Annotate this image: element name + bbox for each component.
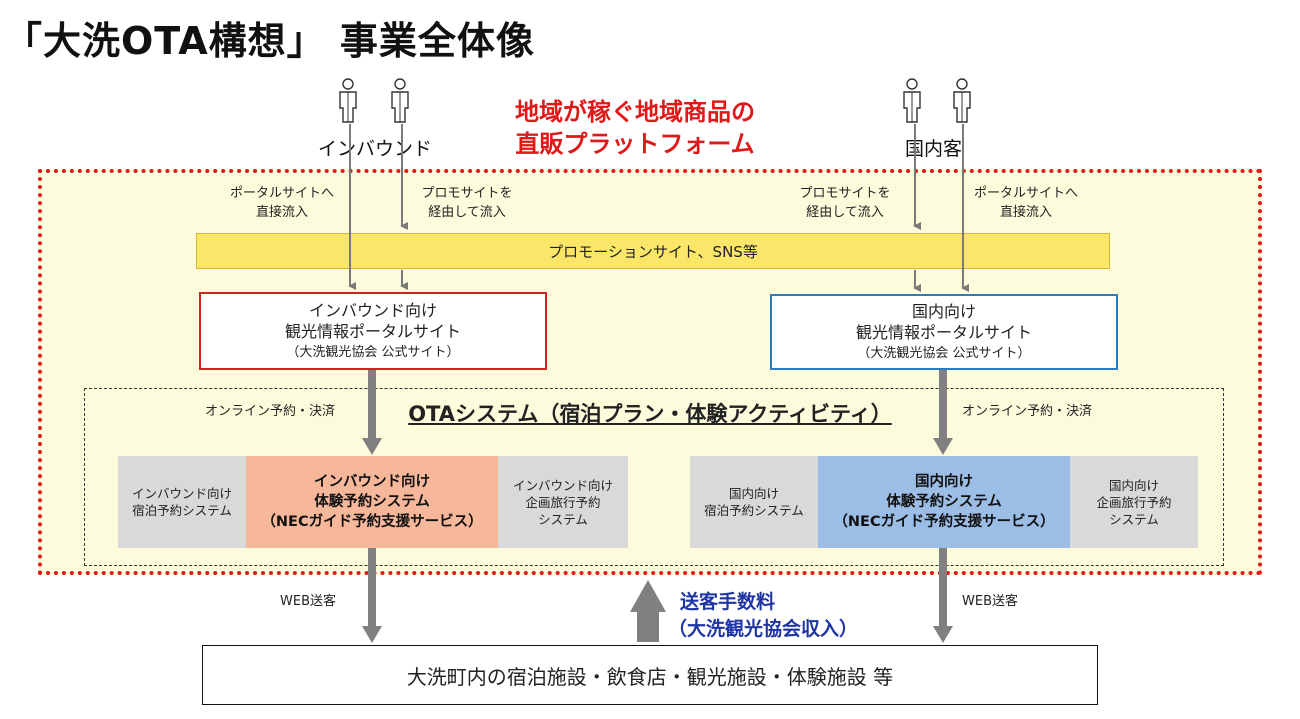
headline-line1: 地域が稼ぐ地域商品の <box>515 98 755 126</box>
note-right-portal: ポータルサイトへ直接流入 <box>973 186 1078 220</box>
note-online-right: オンライン予約・決済 <box>962 404 1093 419</box>
commission-fee-label: 送客手数料 （大洗観光協会収入） <box>668 591 859 640</box>
note-left-promo: プロモサイトを経由して流入 <box>421 186 513 220</box>
inbound-experience-system: インバウンド向け体験予約システム（NECガイド予約支援サービス） <box>246 456 498 548</box>
platform-headline: 地域が稼ぐ地域商品の 直販プラットフォーム <box>470 96 800 160</box>
local-facilities-box: 大洗町内の宿泊施設・飲食店・観光施設・体験施設 等 <box>202 645 1098 705</box>
domestic-tour-system: 国内向け企画旅行予約システム <box>1070 456 1198 548</box>
ota-system-area <box>84 388 1224 566</box>
inbound-portal-box: インバウンド向け 観光情報ポータルサイト （大洗観光協会 公式サイト） <box>199 292 547 370</box>
domestic-label: 国内客 <box>905 138 963 160</box>
ota-title: OTAシステム（宿泊プラン・体験アクティビティ） <box>408 402 892 426</box>
headline-line2: 直販プラットフォーム <box>515 130 755 158</box>
arrow-domestic-web-referral <box>933 548 953 643</box>
arrow-inbound-web-referral <box>362 548 382 643</box>
note-left-portal: ポータルサイトへ直接流入 <box>229 186 334 220</box>
inbound-tour-system: インバウンド向け企画旅行予約システム <box>498 456 628 548</box>
domestic-experience-system: 国内向け体験予約システム（NECガイド予約支援サービス） <box>818 456 1070 548</box>
note-web-left: WEB送客 <box>280 594 336 609</box>
page-title: 「大洗OTA構想」 事業全体像 <box>4 19 535 63</box>
inbound-label: インバウンド <box>318 138 433 160</box>
domestic-portal-box: 国内向け 観光情報ポータルサイト （大洗観光協会 公式サイト） <box>770 294 1118 370</box>
inbound-stay-system: インバウンド向け宿泊予約システム <box>118 456 246 548</box>
note-right-promo: プロモサイトを経由して流入 <box>799 186 891 220</box>
note-online-left: オンライン予約・決済 <box>205 404 336 419</box>
arrow-domestic-portal-to-system <box>933 370 953 455</box>
arrow-inbound-portal-to-system <box>362 370 382 455</box>
arrow-commission-fee <box>630 580 666 642</box>
promotion-bar: プロモーションサイト、SNS等 <box>196 233 1110 269</box>
note-web-right: WEB送客 <box>962 594 1018 609</box>
domestic-stay-system: 国内向け宿泊予約システム <box>690 456 818 548</box>
